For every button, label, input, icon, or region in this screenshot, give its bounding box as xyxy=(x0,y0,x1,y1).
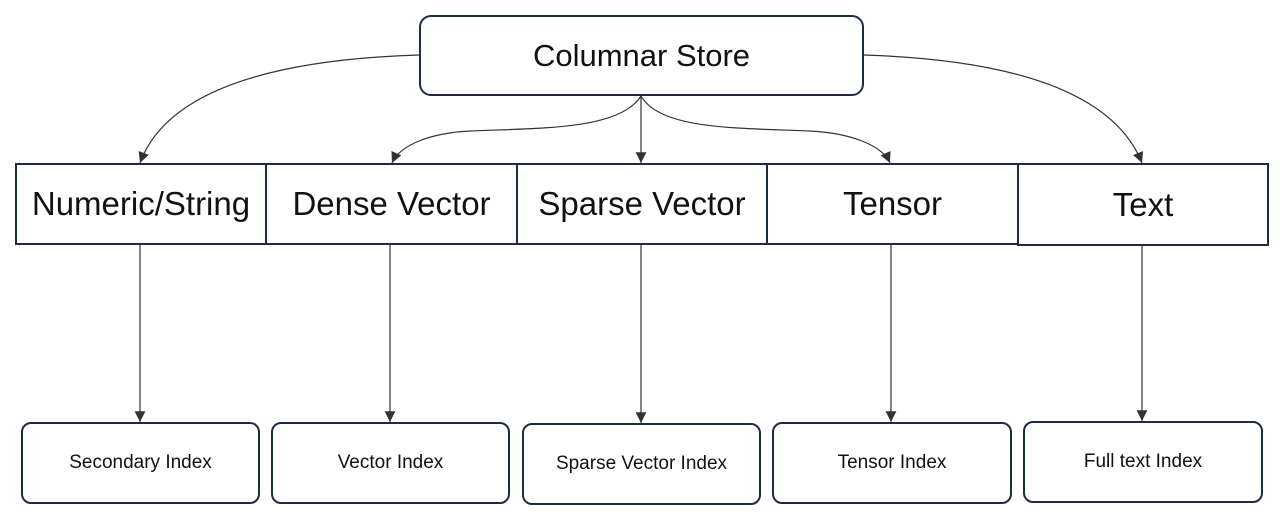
index-node-full-text: Full text Index xyxy=(1023,421,1263,503)
connector-root-to-tensor xyxy=(640,95,891,164)
index-node-tensor: Tensor Index xyxy=(772,422,1012,504)
columnar-store-node: Columnar Store xyxy=(419,15,864,96)
index-label-full-text: Full text Index xyxy=(1083,451,1203,472)
index-label-sparse-vector: Sparse Vector Index xyxy=(555,453,728,474)
type-node-text: Text xyxy=(1017,163,1269,246)
index-node-vector: Vector Index xyxy=(271,422,510,504)
type-node-tensor: Tensor xyxy=(766,163,1019,245)
type-label-numeric-string: Numeric/String xyxy=(31,185,251,222)
type-node-sparse-vector: Sparse Vector xyxy=(516,163,768,245)
type-node-numeric-string: Numeric/String xyxy=(15,163,267,245)
index-node-sparse-vector: Sparse Vector Index xyxy=(522,423,761,505)
index-label-vector: Vector Index xyxy=(337,452,444,473)
index-label-tensor: Tensor Index xyxy=(837,452,947,473)
type-node-dense-vector: Dense Vector xyxy=(265,163,518,245)
type-label-text: Text xyxy=(1112,185,1174,223)
index-node-secondary: Secondary Index xyxy=(21,422,260,504)
connector-root-to-text xyxy=(863,54,1144,164)
type-label-sparse-vector: Sparse Vector xyxy=(538,185,746,222)
connector-root-to-numeric xyxy=(138,54,420,164)
index-label-secondary: Secondary Index xyxy=(69,452,212,473)
connector-root-to-dense xyxy=(391,95,642,164)
type-label-tensor: Tensor xyxy=(842,185,943,222)
type-label-dense-vector: Dense Vector xyxy=(292,185,491,222)
columnar-store-label: Columnar Store xyxy=(532,37,751,73)
